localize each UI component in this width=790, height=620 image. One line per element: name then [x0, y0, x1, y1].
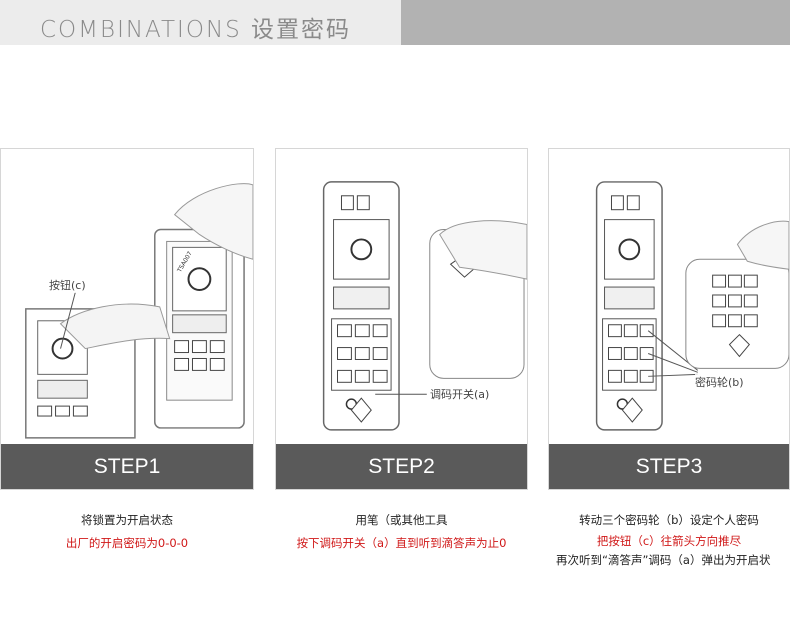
step1-bar: STEP1: [1, 444, 253, 489]
page-title: COMBINATIONS 设置密码: [40, 17, 352, 43]
step1-line2: 出厂的开启密码为0-0-0: [65, 536, 189, 550]
step3-line3: 再次听到“滴答声”调码（a）弹出为开启状: [556, 553, 771, 567]
step1-line1: 将锁置为开启状态: [81, 513, 173, 527]
step3-panel: 密码轮(b) STEP3: [548, 148, 790, 490]
header-accent: [401, 0, 790, 45]
step1-panel: TSA007 按钮(c) STEP1: [0, 148, 254, 490]
step2-panel: 调码开关(a) STEP2: [275, 148, 528, 490]
step1-illustration: TSA007: [25, 183, 253, 439]
step3-bar: STEP3: [549, 444, 789, 489]
wheel-b-label: 密码轮(b): [695, 374, 744, 390]
step2-line2: 按下调码开关（a）直到听到滴答声为止0: [296, 536, 507, 550]
step2-illustration: [322, 181, 527, 431]
step3-line2: 把按钮（c）往箭头方向推尽: [596, 534, 742, 548]
step3-line1: 转动三个密码轮（b）设定个人密码: [579, 513, 759, 527]
dial-switch-a-label: 调码开关(a): [430, 386, 490, 402]
button-c-label: 按钮(c): [49, 277, 86, 293]
step2-line1: 用笔（或其他工具: [355, 513, 448, 527]
step2-bar: STEP2: [276, 444, 527, 489]
step3-illustration: [595, 181, 789, 431]
